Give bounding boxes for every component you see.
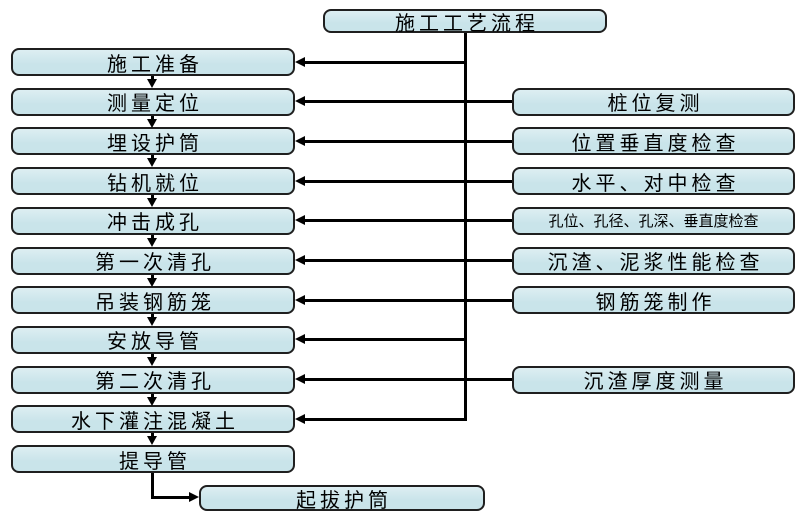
arrowhead-into-rebar-cage-hoisting bbox=[295, 294, 305, 305]
arrowhead-into-survey-positioning bbox=[295, 96, 305, 107]
casing-extraction-node: 起拔护筒 bbox=[199, 485, 485, 512]
second-hole-cleaning-node-label: 第二次清孔 bbox=[95, 369, 215, 394]
flow-arrowhead-5 bbox=[146, 277, 157, 287]
percussion-drilling-node: 冲击成孔 bbox=[11, 206, 295, 235]
arrowhead-into-drill-rig-positioning bbox=[295, 175, 305, 186]
drill-rig-positioning-node-label: 钻机就位 bbox=[107, 170, 203, 195]
second-hole-cleaning-node: 第二次清孔 bbox=[11, 365, 295, 394]
flow-line-5 bbox=[150, 274, 154, 279]
casing-installation-node: 埋设护筒 bbox=[11, 127, 295, 156]
arrowhead-into-construction-preparation bbox=[295, 56, 305, 67]
level-centering-check-node: 水平、对中检查 bbox=[512, 167, 795, 196]
spine-connector bbox=[463, 33, 467, 421]
flow-line-8 bbox=[150, 393, 154, 398]
process-flow-title-label: 施工工艺流程 bbox=[395, 10, 539, 35]
connector-into-construction-preparation bbox=[304, 60, 467, 64]
tremie-pipe-lifting-node-label: 提导管 bbox=[119, 448, 191, 473]
connector-into-first-hole-cleaning bbox=[304, 259, 512, 262]
construction-preparation-node: 施工准备 bbox=[11, 48, 295, 76]
arrowhead-into-percussion-drilling bbox=[295, 215, 305, 226]
flow-line-9 bbox=[150, 433, 154, 438]
flow-arrowhead-7 bbox=[146, 356, 157, 366]
flow-arrowhead-6 bbox=[146, 317, 157, 327]
connector-into-casing-installation bbox=[304, 139, 512, 143]
connector-into-underwater-concrete-pouring bbox=[304, 417, 467, 421]
hole-pos-dia-depth-vert-check-node-label: 孔位、孔径、孔深、垂直度检查 bbox=[548, 212, 759, 231]
tremie-pipe-lifting-node: 提导管 bbox=[11, 445, 295, 473]
arrowhead-into-casing-installation bbox=[295, 135, 305, 146]
hole-pos-dia-depth-vert-check-node: 孔位、孔径、孔深、垂直度检查 bbox=[512, 206, 795, 235]
tremie-pipe-placement-node-label: 安放导管 bbox=[107, 329, 203, 354]
flow-arrowhead-2 bbox=[146, 158, 157, 168]
drill-rig-positioning-node: 钻机就位 bbox=[11, 167, 295, 196]
survey-positioning-node: 测量定位 bbox=[11, 87, 295, 116]
flow-arrowhead-8 bbox=[146, 396, 157, 406]
connector-into-second-hole-cleaning bbox=[304, 378, 512, 382]
final-elbow-vertical bbox=[150, 473, 154, 499]
rebar-cage-hoisting-node-label: 吊装钢筋笼 bbox=[95, 289, 215, 314]
connector-into-drill-rig-positioning bbox=[304, 179, 512, 183]
flow-line-4 bbox=[150, 234, 154, 239]
sediment-thickness-measurement-node-label: 沉渣厚度测量 bbox=[583, 369, 728, 394]
arrowhead-into-underwater-concrete-pouring bbox=[295, 413, 305, 424]
arrowhead-into-tremie-pipe-placement bbox=[295, 334, 305, 345]
level-centering-check-node-label: 水平、对中检查 bbox=[571, 170, 740, 195]
connector-into-tremie-pipe-placement bbox=[304, 338, 467, 342]
first-hole-cleaning-node: 第一次清孔 bbox=[11, 246, 295, 275]
flow-arrowhead-1 bbox=[146, 118, 157, 128]
connector-into-rebar-cage-hoisting bbox=[304, 298, 512, 302]
connector-into-percussion-drilling bbox=[304, 219, 512, 223]
flow-line-3 bbox=[150, 195, 154, 200]
flow-line-7 bbox=[150, 353, 154, 358]
flow-arrowhead-4 bbox=[146, 237, 157, 247]
sediment-thickness-measurement-node: 沉渣厚度测量 bbox=[512, 365, 795, 394]
position-verticality-check-node: 位置垂直度检查 bbox=[512, 127, 795, 156]
flow-arrowhead-3 bbox=[146, 198, 157, 208]
casing-extraction-label: 起拔护筒 bbox=[296, 487, 392, 512]
final-elbow-horizontal bbox=[150, 495, 189, 499]
tremie-pipe-placement-node: 安放导管 bbox=[11, 325, 295, 354]
flow-arrowhead-9 bbox=[146, 436, 157, 446]
process-flow-title-node: 施工工艺流程 bbox=[323, 9, 607, 35]
flow-line-6 bbox=[150, 314, 154, 319]
underwater-concrete-pouring-node-label: 水下灌注混凝土 bbox=[71, 408, 239, 433]
position-verticality-check-node-label: 位置垂直度检查 bbox=[571, 130, 740, 155]
percussion-drilling-node-label: 冲击成孔 bbox=[107, 210, 203, 235]
construction-preparation-node-label: 施工准备 bbox=[107, 51, 203, 76]
rebar-cage-fabrication-node: 钢筋笼制作 bbox=[512, 286, 795, 315]
pile-position-recheck-node-label: 桩位复测 bbox=[607, 91, 704, 116]
sediment-slurry-performance-check-node-label: 沉渣、泥浆性能检查 bbox=[547, 250, 764, 274]
connector-into-survey-positioning bbox=[304, 100, 512, 104]
survey-positioning-node-label: 测量定位 bbox=[107, 91, 203, 116]
flow-arrowhead-0 bbox=[146, 79, 157, 88]
pile-position-recheck-node: 桩位复测 bbox=[512, 87, 795, 116]
final-arrowhead bbox=[189, 491, 199, 502]
rebar-cage-fabrication-node-label: 钢筋笼制作 bbox=[595, 289, 716, 314]
casing-installation-node-label: 埋设护筒 bbox=[107, 130, 203, 155]
sediment-slurry-performance-check-node: 沉渣、泥浆性能检查 bbox=[512, 246, 795, 275]
underwater-concrete-pouring-node: 水下灌注混凝土 bbox=[11, 405, 295, 434]
arrowhead-into-first-hole-cleaning bbox=[295, 255, 305, 265]
arrowhead-into-second-hole-cleaning bbox=[295, 374, 305, 385]
first-hole-cleaning-node-label: 第一次清孔 bbox=[95, 250, 215, 274]
rebar-cage-hoisting-node: 吊装钢筋笼 bbox=[11, 286, 295, 315]
flow-line-0 bbox=[150, 76, 154, 80]
flow-line-1 bbox=[150, 115, 154, 120]
flow-line-2 bbox=[150, 155, 154, 160]
